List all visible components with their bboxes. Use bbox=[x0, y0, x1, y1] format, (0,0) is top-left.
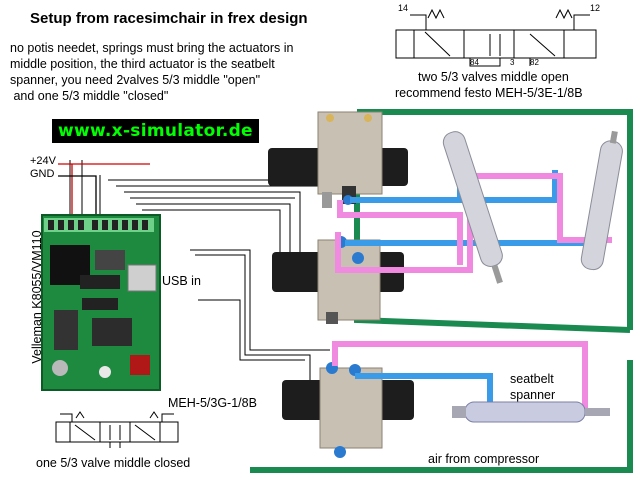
description-line: and one 5/3 middle "closed" bbox=[10, 89, 169, 103]
port-number-3: 3 bbox=[510, 58, 515, 67]
cylinder-seatbelt bbox=[452, 401, 610, 423]
valve-symbol-top bbox=[395, 8, 597, 67]
air-line-bottom bbox=[250, 360, 633, 473]
port-number-82: 82 bbox=[530, 58, 539, 67]
air-line-top bbox=[357, 109, 633, 330]
usb-label: USB in bbox=[162, 274, 201, 288]
valve-top-caption-line: recommend festo MEH-5/3E-1/8B bbox=[395, 86, 583, 100]
control-wires bbox=[69, 140, 340, 380]
velleman-board bbox=[41, 214, 161, 391]
description-line: no potis needet, springs must bring the … bbox=[10, 41, 294, 55]
power-gnd-label: GND bbox=[30, 168, 55, 180]
air-supply-label: air from compressor bbox=[428, 452, 540, 466]
valve-1 bbox=[268, 111, 408, 208]
seatbelt-label-line: spanner bbox=[510, 388, 556, 402]
description-line: middle position, the third actuator is t… bbox=[10, 57, 275, 71]
setup-description: no potis needet, springs must bring the … bbox=[10, 40, 350, 104]
gnd-wire bbox=[58, 175, 97, 215]
power-wires bbox=[58, 163, 150, 215]
valve-top-caption-line: two 5/3 valves middle open bbox=[418, 70, 569, 84]
valve-3 bbox=[282, 362, 414, 458]
cylinder-1 bbox=[442, 131, 503, 284]
valve-bottom-caption: one 5/3 valve middle closed bbox=[36, 456, 191, 470]
valve-symbol-bottom bbox=[55, 411, 179, 448]
port-number-14: 14 bbox=[398, 3, 409, 13]
power-plus-label: +24V bbox=[30, 155, 56, 167]
board-label: Velleman K8055/VM110 bbox=[30, 230, 44, 364]
website-label: www.x-simulator.de bbox=[52, 119, 259, 143]
seatbelt-label-line: seatbelt bbox=[510, 372, 554, 386]
diagram-title: Setup from racesimchair in frex design bbox=[30, 10, 308, 27]
valve-bottom-model: MEH-5/3G-1/8B bbox=[168, 396, 257, 410]
description-line: spanner, you need 2valves 5/3 middle "op… bbox=[10, 73, 261, 87]
port-number-84: 84 bbox=[470, 58, 479, 67]
cylinder-2 bbox=[580, 130, 623, 271]
port-number-12: 12 bbox=[590, 3, 601, 13]
